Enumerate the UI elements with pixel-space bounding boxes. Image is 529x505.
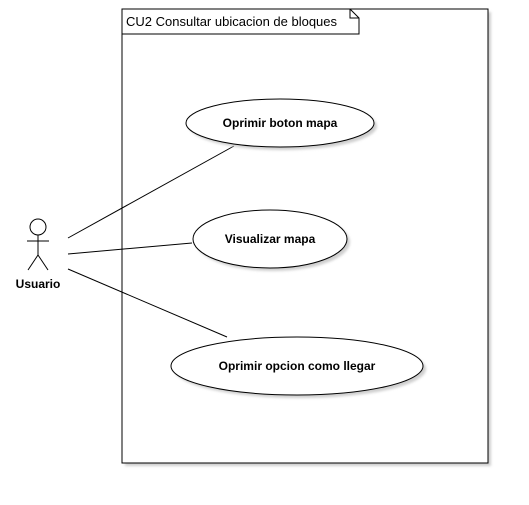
use-case-oprimir-boton-mapa[interactable]: Oprimir boton mapa — [185, 98, 377, 150]
associations — [67, 145, 235, 338]
frame-title: CU2 Consultar ubicacion de bloques — [126, 14, 338, 29]
stick-figure-icon — [27, 218, 49, 271]
use-case-visualizar-mapa[interactable]: Visualizar mapa — [192, 209, 350, 271]
actor-name: Usuario — [16, 277, 61, 291]
frame-title-tab — [121, 8, 360, 35]
association-line — [67, 145, 235, 239]
use-case-oprimir-opcion-como-llegar[interactable]: Oprimir opcion como llegar — [170, 336, 426, 398]
use-case-label: Oprimir opcion como llegar — [219, 359, 376, 373]
actor-usuario[interactable]: Usuario — [16, 218, 61, 291]
use-case-label: Oprimir boton mapa — [223, 116, 338, 130]
use-case-label: Visualizar mapa — [225, 232, 316, 246]
association-line — [67, 242, 193, 255]
association-line — [67, 268, 228, 338]
